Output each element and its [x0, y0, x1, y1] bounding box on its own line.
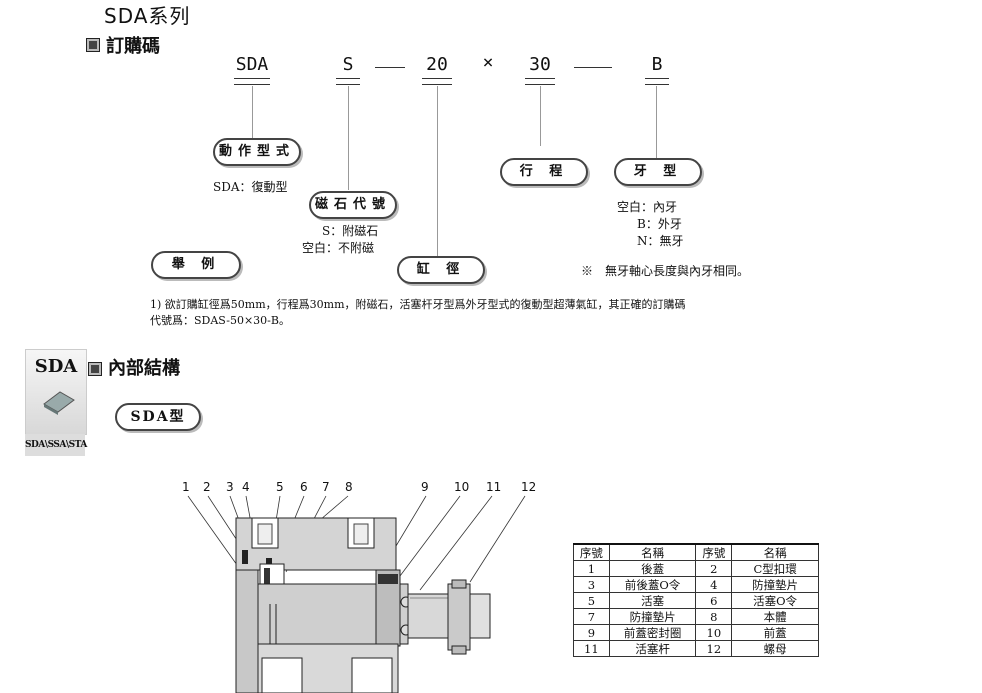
cell: 前後蓋O令	[608, 576, 697, 593]
cell: 活塞	[608, 592, 697, 609]
callout-10: 10	[454, 480, 470, 494]
cell: 2	[695, 560, 733, 577]
code-underline	[422, 78, 452, 85]
callout-4: 4	[242, 480, 250, 494]
cell: 8	[695, 608, 733, 625]
example-label: 舉 例	[151, 251, 241, 279]
cell: 7	[573, 608, 610, 625]
cell: 5	[573, 592, 610, 609]
code-underline	[336, 78, 360, 85]
callout-11: 11	[486, 480, 502, 494]
cell: 防撞墊片	[608, 608, 697, 625]
code-times: ×	[482, 52, 494, 73]
callout-5: 5	[276, 480, 284, 494]
table-row: 7 防撞墊片 8 本體	[573, 608, 819, 625]
action-type-label: 動作型式	[213, 138, 301, 166]
code-dash	[574, 67, 612, 68]
thumbnail-caption: SDA\SSA\STA	[25, 434, 87, 456]
code-dash	[375, 67, 405, 68]
callout-9: 9	[421, 480, 429, 494]
action-type-desc: SDA：復動型	[213, 180, 288, 194]
order-code-heading: 訂購碼	[106, 36, 160, 57]
code-part-magnet: S	[342, 54, 354, 75]
cell: 12	[695, 640, 733, 657]
parts-table: 序號 名稱 序號 名稱 1 後蓋 2 C型扣環 3 前後蓋O令 4 防撞墊片 5…	[573, 543, 819, 657]
magnet-desc-1: S：附磁石	[322, 224, 379, 238]
thumbnail-label: SDA	[34, 356, 78, 377]
callout-7: 7	[322, 480, 330, 494]
code-underline	[645, 78, 669, 85]
table-row: 1 後蓋 2 C型扣環	[573, 560, 819, 577]
code-part-bore: 20	[426, 54, 448, 75]
thread-desc-2: B：外牙	[637, 217, 682, 231]
cylinder-thumbnail-icon	[43, 391, 75, 415]
cell: 防撞墊片	[731, 576, 819, 593]
leader-line	[540, 86, 541, 146]
table-row: 9 前蓋密封圈 10 前蓋	[573, 624, 819, 641]
cell: 9	[573, 624, 610, 641]
leader-line	[348, 86, 349, 190]
cell: 後蓋	[608, 560, 697, 577]
cell: 3	[573, 576, 610, 593]
thread-desc-1: 空白：內牙	[617, 200, 678, 214]
cell: 11	[573, 640, 610, 657]
stroke-label: 行 程	[500, 158, 588, 186]
cell: 6	[695, 592, 733, 609]
table-row: 11 活塞杆 12 螺母	[573, 640, 819, 657]
cell: 活塞杆	[608, 640, 697, 657]
bore-label: 缸 徑	[397, 256, 485, 284]
structure-heading: 內部結構	[108, 358, 180, 379]
header-name: 名稱	[608, 543, 697, 561]
code-part-sda: SDA	[235, 54, 269, 75]
table-header-row: 序號 名稱 序號 名稱	[573, 543, 819, 561]
magnet-desc-2: 空白：不附磁	[302, 241, 375, 255]
table-row: 5 活塞 6 活塞O令	[573, 592, 819, 609]
callout-2: 2	[203, 480, 211, 494]
cell: 1	[573, 560, 610, 577]
cylinder-cross-section-diagram	[187, 495, 526, 693]
magnet-code-label: 磁石代號	[309, 191, 397, 219]
header-no: 序號	[573, 543, 610, 561]
leader-line	[252, 86, 253, 138]
header-name: 名稱	[731, 543, 819, 561]
cell: 前蓋密封圈	[608, 624, 697, 641]
section-bullet-icon	[88, 362, 102, 376]
cell: 10	[695, 624, 733, 641]
cell: C型扣環	[731, 560, 819, 577]
leader-line	[656, 86, 657, 158]
sda-type-label: SDA型	[115, 403, 201, 431]
callout-6: 6	[300, 480, 308, 494]
note-text: ※ 無牙軸心長度與內牙相同。	[581, 264, 750, 278]
cell: 本體	[731, 608, 819, 625]
product-thumbnail: SDA	[25, 349, 87, 435]
callout-12: 12	[521, 480, 537, 494]
example-line-2: 代號爲：SDAS-50×30-B。	[150, 314, 290, 327]
section-bullet-icon	[86, 38, 100, 52]
code-part-thread: B	[651, 54, 663, 75]
code-part-stroke: 30	[529, 54, 551, 75]
example-line-1: 1) 欲訂購缸徑爲50mm，行程爲30mm，附磁石，活塞杆牙型爲外牙型式的復動型…	[150, 298, 686, 311]
callout-3: 3	[226, 480, 234, 494]
leader-line	[437, 86, 438, 258]
cell: 螺母	[731, 640, 819, 657]
cell: 前蓋	[731, 624, 819, 641]
cell: 4	[695, 576, 733, 593]
cell: 活塞O令	[731, 592, 819, 609]
series-title: SDA系列	[104, 4, 191, 28]
table-row: 3 前後蓋O令 4 防撞墊片	[573, 576, 819, 593]
callout-1: 1	[182, 480, 190, 494]
code-underline	[234, 78, 270, 85]
thread-type-label: 牙 型	[614, 158, 702, 186]
thread-desc-3: N：無牙	[637, 234, 684, 248]
callout-8: 8	[345, 480, 353, 494]
header-no: 序號	[695, 543, 733, 561]
code-underline	[525, 78, 555, 85]
